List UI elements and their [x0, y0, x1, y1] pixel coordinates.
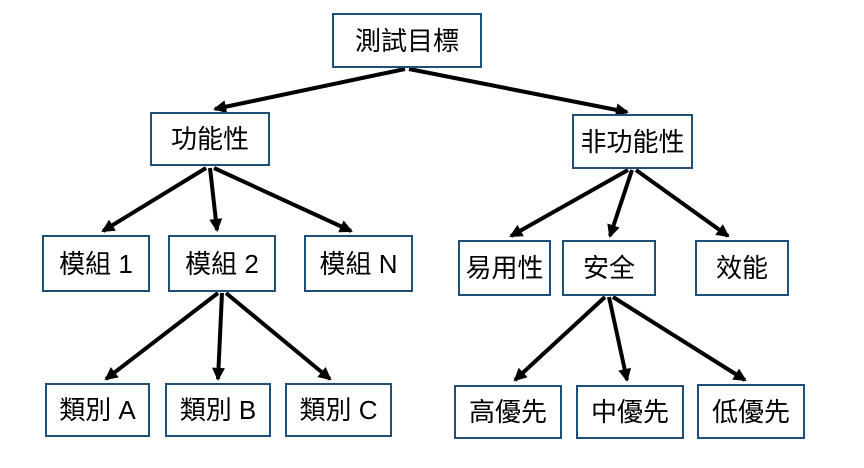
node-performance: 效能: [695, 240, 789, 296]
arrow-non-functional-to-usability: [509, 168, 629, 238]
arrow-security-to-medium-priority: [607, 296, 632, 382]
node-high-priority: 高優先: [454, 385, 562, 439]
node-module-n: 模組 N: [304, 235, 413, 292]
arrow-functional-to-module-n: [213, 166, 353, 233]
node-usability: 易用性: [458, 240, 551, 296]
node-security: 安全: [562, 240, 656, 296]
node-functional: 功能性: [150, 112, 270, 166]
node-module-1: 模組 1: [42, 235, 150, 292]
arrow-module-2-to-category-b: [212, 292, 226, 381]
node-category-c: 類別 C: [285, 383, 392, 437]
node-low-priority: 低優先: [697, 384, 805, 439]
arrow-test-objectives-to-non-functional: [408, 67, 629, 117]
arrow-functional-to-module-1: [101, 166, 208, 233]
arrow-non-functional-to-security: [607, 169, 634, 238]
arrow-security-to-low-priority: [611, 295, 747, 382]
arrow-non-functional-to-performance: [634, 168, 730, 238]
arrow-security-to-high-priority: [513, 295, 607, 382]
node-test-objectives: 測試目標: [332, 13, 482, 68]
arrow-functional-to-module-2: [208, 167, 223, 232]
node-module-2: 模組 2: [168, 235, 276, 292]
node-medium-priority: 中優先: [576, 385, 684, 439]
node-category-b: 類別 B: [165, 383, 271, 437]
arrow-test-objectives-to-functional: [213, 67, 406, 114]
arrow-module-2-to-category-a: [104, 291, 220, 381]
node-non-functional: 非功能性: [572, 114, 693, 169]
arrow-module-2-to-category-c: [224, 291, 332, 381]
node-category-a: 類別 A: [45, 383, 150, 437]
